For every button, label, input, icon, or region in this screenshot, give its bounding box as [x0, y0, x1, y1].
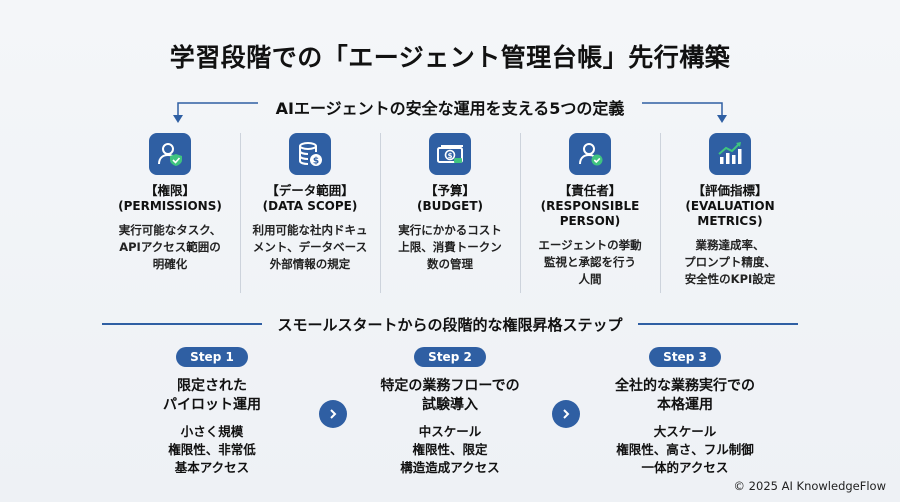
desc-line: 数の管理 [427, 257, 473, 271]
definition-evaluation-metrics: 【評価指標】 (EVALUATION METRICS) 業務達成率、 プロンプト… [660, 133, 800, 298]
desc-line: 小さく規模 [180, 424, 244, 439]
step-badge: Step 3 [649, 347, 721, 367]
step-1: Step 1 限定された パイロット運用 小さく規模 権限性、非常低 基本アクセ… [117, 346, 307, 477]
definition-name: 【データ範囲】 [266, 183, 354, 198]
definition-budget: $ 【予算】 (BUDGET) 実行にかかるコスト 上限、消費トークン 数の管理 [380, 133, 520, 298]
definition-desc: 実行にかかるコスト 上限、消費トークン 数の管理 [380, 222, 520, 273]
definition-en: (RESPONSIBLE [540, 199, 640, 213]
desc-line: 権限性、非常低 [168, 442, 256, 457]
definition-name: 【責任者】 [558, 183, 622, 198]
database-coin-icon: $ [289, 133, 331, 175]
definition-en-2: PERSON) [559, 214, 621, 228]
definition-name: 【予算】 [424, 183, 475, 198]
definition-en: (BUDGET) [416, 199, 484, 213]
desc-line: 安全性のKPI設定 [684, 272, 776, 286]
step-heading: 全社的な業務実行での 本格運用 [590, 377, 780, 415]
desc-line: プロンプト精度、 [684, 255, 776, 269]
copyright-footer: © 2025 AI KnowledgeFlow [733, 479, 886, 493]
desc-line: メント、データベース [252, 240, 368, 254]
desc-line: 基本アクセス [174, 460, 250, 475]
heading-line: パイロット運用 [163, 397, 261, 413]
definitions-title: AIエージェントの安全な運用を支える5つの定義 [275, 99, 625, 118]
desc-line: 外部情報の規定 [269, 257, 351, 271]
step-desc: 中スケール 権限性、限定 構造造成アクセス [355, 423, 545, 477]
definition-responsible-person: 【責任者】 (RESPONSIBLE PERSON) エージェントの挙動 監視と… [520, 133, 660, 298]
desc-line: 実行にかかるコスト [398, 223, 502, 237]
desc-line: 大スケール [653, 424, 717, 439]
divider [240, 133, 241, 293]
definition-en: (EVALUATION [685, 199, 775, 213]
bracket-arrows [173, 102, 727, 123]
step-desc: 小さく規模 権限性、非常低 基本アクセス [117, 423, 307, 477]
desc-line: 監視と承認を行う [544, 255, 636, 269]
definition-en: (PERMISSIONS) [118, 199, 222, 213]
heading-line: 本格運用 [657, 397, 713, 413]
definition-data-scope: $ 【データ範囲】 (DATA SCOPE) 利用可能な社内ドキュ メント、デー… [240, 133, 380, 298]
desc-line: 権限性、限定 [412, 442, 488, 457]
desc-line: 構造造成アクセス [400, 460, 500, 475]
step-heading: 特定の業務フローでの 試験導入 [355, 377, 545, 415]
svg-text:$: $ [448, 152, 453, 160]
definition-desc: エージェントの挙動 監視と承認を行う 人間 [520, 237, 660, 288]
desc-line: 明確化 [152, 257, 188, 271]
desc-line: 中スケール [418, 424, 482, 439]
step-2: Step 2 特定の業務フローでの 試験導入 中スケール 権限性、限定 構造造成… [355, 346, 545, 477]
desc-line: 利用可能な社内ドキュ [252, 223, 368, 237]
chevron-right-icon [552, 400, 580, 428]
definition-en: (DATA SCOPE) [262, 199, 358, 213]
steps-header: スモールスタートからの段階的な権限昇格ステップ [0, 314, 900, 336]
desc-line: 業務達成率、 [695, 238, 765, 252]
definitions-header: AIエージェントの安全な運用を支える5つの定義 [0, 91, 900, 123]
divider [660, 133, 661, 293]
definition-desc: 実行可能なタスク、 APIアクセス範囲の 明確化 [100, 222, 240, 273]
definition-name: 【権限】 [144, 183, 195, 198]
user-shield-icon [149, 133, 191, 175]
step-3: Step 3 全社的な業務実行での 本格運用 大スケール 権限性、高さ、フル制御… [590, 346, 780, 477]
money-bill-icon: $ [429, 133, 471, 175]
desc-line: 実行可能なタスク、 [118, 223, 222, 237]
desc-line: 人間 [578, 272, 602, 286]
step-badge: Step 1 [176, 347, 248, 367]
header-rule-right [638, 323, 798, 325]
chevron-right-icon [319, 400, 347, 428]
definitions-grid: 【権限】 (PERMISSIONS) 実行可能なタスク、 APIアクセス範囲の … [100, 133, 800, 298]
divider [520, 133, 521, 293]
user-check-icon [569, 133, 611, 175]
svg-text:$: $ [313, 157, 319, 167]
header-rule-left [102, 323, 262, 325]
steps-title: スモールスタートからの段階的な権限昇格ステップ [277, 316, 623, 334]
desc-line: エージェントの挙動 [538, 238, 642, 252]
definition-desc: 利用可能な社内ドキュ メント、データベース 外部情報の規定 [240, 222, 380, 273]
divider [380, 133, 381, 293]
definition-en-2: METRICS) [697, 214, 763, 228]
desc-line: 上限、消費トークン [398, 240, 502, 254]
definition-permissions: 【権限】 (PERMISSIONS) 実行可能なタスク、 APIアクセス範囲の … [100, 133, 240, 298]
definition-desc: 業務達成率、 プロンプト精度、 安全性のKPI設定 [660, 237, 800, 288]
heading-line: 試験導入 [422, 397, 478, 413]
chart-up-icon [709, 133, 751, 175]
step-badge: Step 2 [414, 347, 486, 367]
step-heading: 限定された パイロット運用 [117, 377, 307, 415]
step-desc: 大スケール 権限性、高さ、フル制御 一体的アクセス [590, 423, 780, 477]
page-title: 学習段階での「エージェント管理台帳」先行構築 [169, 43, 731, 72]
heading-line: 全社的な業務実行での [615, 378, 755, 394]
desc-line: APIアクセス範囲の [119, 240, 221, 254]
heading-line: 限定された [177, 378, 247, 394]
definition-name: 【評価指標】 [692, 183, 768, 198]
desc-line: 一体的アクセス [641, 460, 729, 475]
heading-line: 特定の業務フローでの [380, 378, 520, 394]
desc-line: 権限性、高さ、フル制御 [616, 442, 754, 457]
